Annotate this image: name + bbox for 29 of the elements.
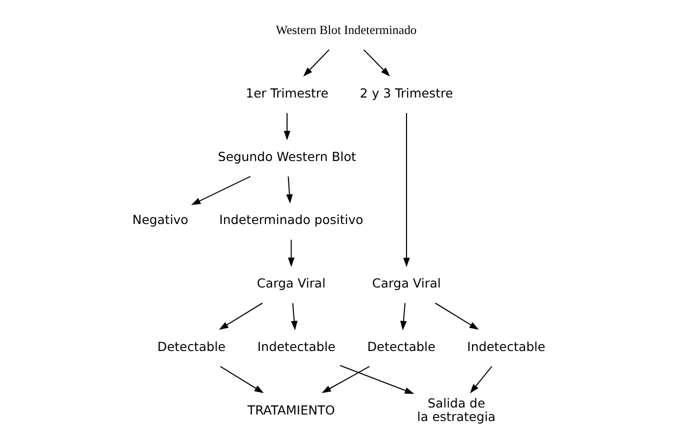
arrow: [469, 366, 492, 394]
node-text: Detectable: [156, 338, 226, 354]
node-text: Indetectable: [256, 338, 335, 354]
node-text: Negativo: [132, 212, 188, 228]
node-text: Segundo Western Blot: [217, 148, 356, 164]
arrow: [402, 113, 410, 268]
arrow: [400, 303, 406, 330]
arrow: [434, 302, 478, 330]
arrow: [286, 176, 292, 204]
arrow: [362, 49, 390, 76]
arrow: [218, 302, 262, 330]
node-text: 1er Trimestre: [245, 86, 328, 101]
arrow: [283, 113, 290, 140]
arrow: [287, 240, 294, 267]
node-text: Detectable: [366, 338, 435, 354]
arrow: [290, 303, 297, 330]
arrow: [220, 366, 264, 394]
arrow: [339, 365, 414, 394]
node-text: Indeterminado positivo: [218, 212, 363, 228]
node-text: TRATAMIENTO: [246, 402, 334, 418]
node-text: Western Blot Indeterminado: [275, 23, 416, 38]
node-text: Salida de la estrategia: [416, 396, 496, 424]
arrow: [321, 366, 370, 394]
node-text: Carga Viral: [372, 276, 440, 291]
node-text: Indetectable: [466, 338, 545, 354]
node-text: 2 y 3 Trimestre: [359, 86, 453, 101]
arrow: [190, 176, 250, 206]
node-text: Carga Viral: [256, 276, 326, 291]
arrow: [302, 49, 330, 76]
